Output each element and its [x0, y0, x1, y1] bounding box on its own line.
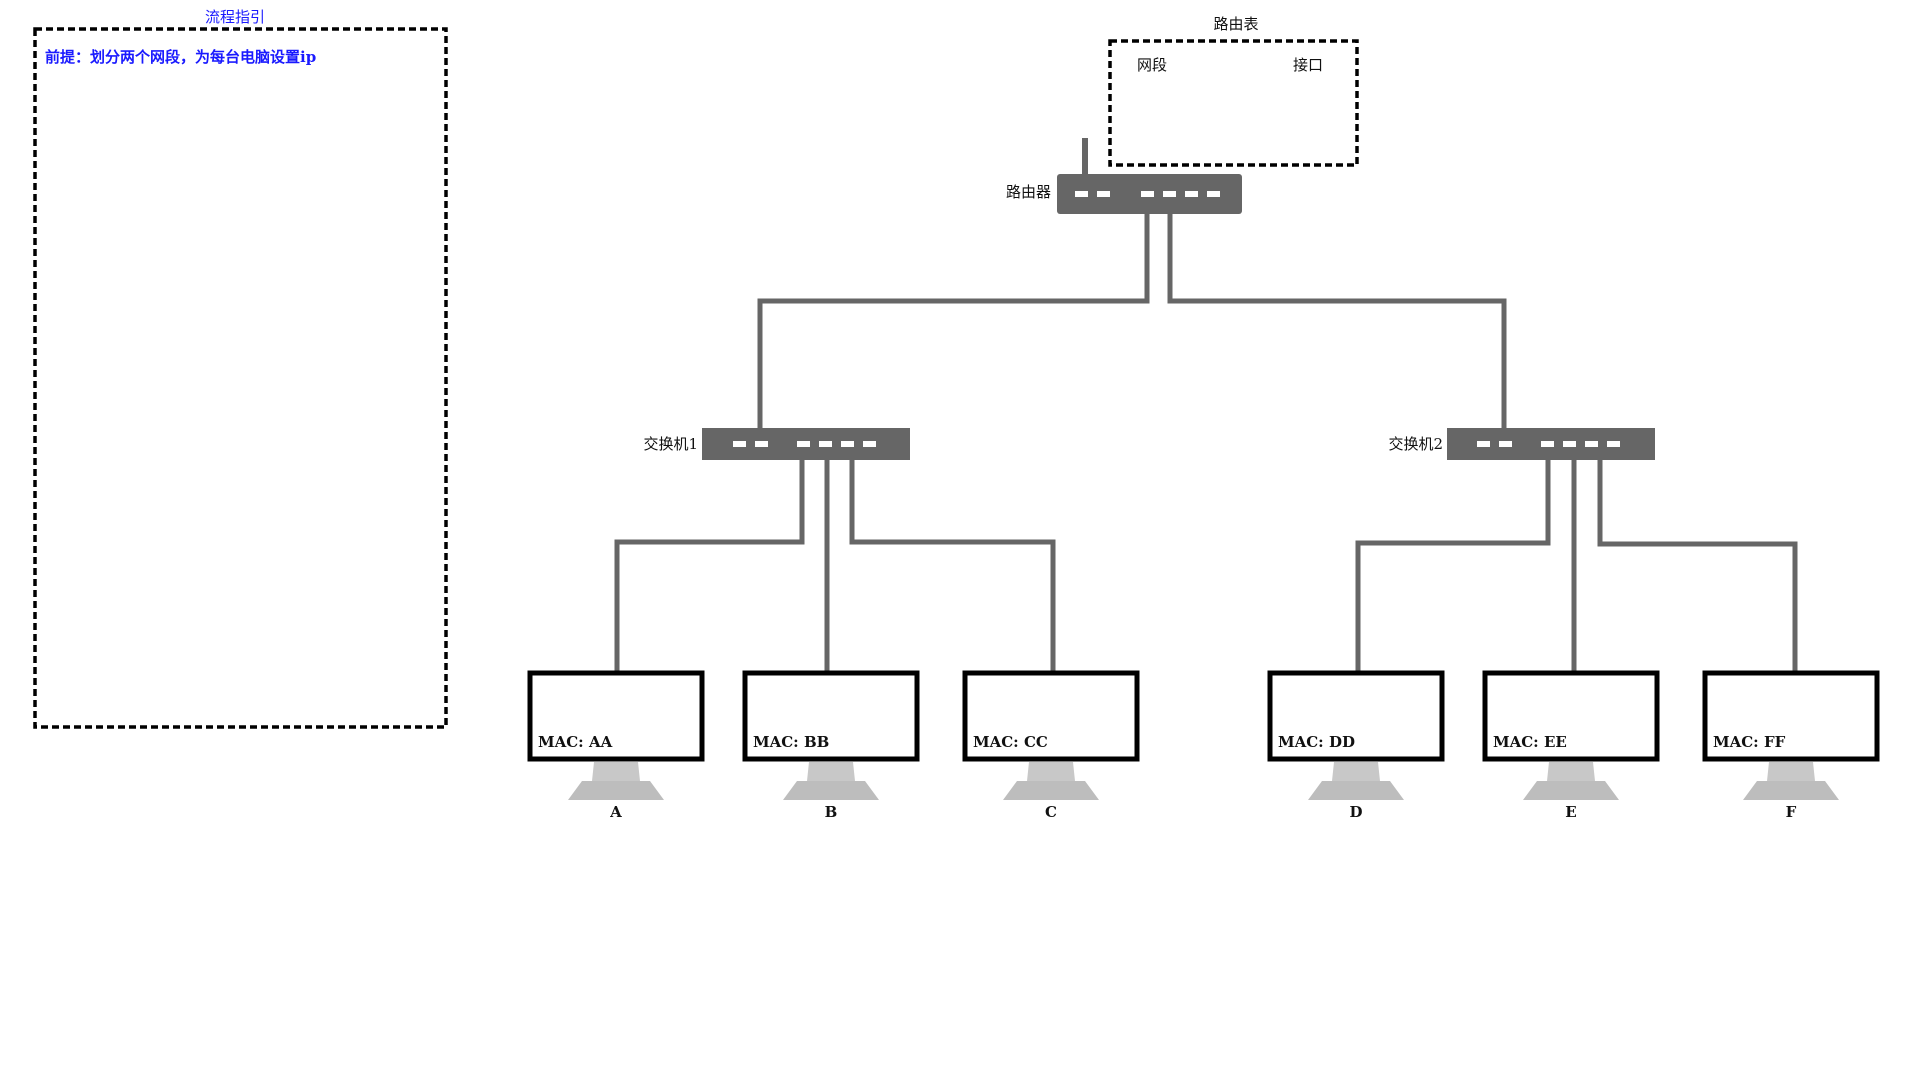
computer-c: MAC: CC C [962, 670, 1140, 821]
wire-switch1-c [849, 456, 1056, 677]
wire-switch1-a [614, 456, 805, 677]
wire-switch2-f [1597, 456, 1798, 677]
switch-2: 交换机2 [1388, 428, 1655, 460]
monitor-screen [962, 670, 1140, 762]
router-label: 路由器 [1006, 183, 1051, 201]
computer-mac: MAC: AA [538, 733, 613, 751]
monitor-base [1743, 781, 1839, 800]
monitor-neck [592, 762, 640, 781]
routing-table-title: 路由表 [1213, 15, 1258, 33]
switch-2-label: 交换机2 [1388, 435, 1443, 453]
wire-router-switch2 [1167, 210, 1507, 434]
monitor-screen [1482, 670, 1660, 762]
computer-name: C [1045, 803, 1057, 821]
switch-1-label: 交换机1 [643, 435, 698, 453]
computer-mac: MAC: CC [973, 733, 1048, 751]
monitor-base [1308, 781, 1404, 800]
routing-table-col-segment: 网段 [1137, 56, 1167, 74]
guide-panel [33, 27, 448, 729]
wires [614, 210, 1798, 677]
monitor-screen [527, 670, 705, 762]
computer-mac: MAC: DD [1278, 733, 1355, 751]
monitor-neck [1767, 762, 1815, 781]
computer-d: MAC: DD D [1267, 670, 1445, 821]
monitor-base [1523, 781, 1619, 800]
monitor-base [568, 781, 664, 800]
routing-table-col-interface: 接口 [1293, 56, 1323, 74]
monitor-neck [1027, 762, 1075, 781]
monitor-base [1003, 781, 1099, 800]
wire-switch2-d [1355, 456, 1551, 677]
routing-table-box [1108, 39, 1359, 167]
router: 路由器 [1006, 138, 1242, 214]
wire-router-switch1 [757, 210, 1150, 434]
computer-name: D [1349, 803, 1362, 821]
guide-premise: 前提：划分两个网段，为每台电脑设置ip [45, 48, 316, 66]
computer-name: B [825, 803, 838, 821]
computer-e: MAC: EE E [1482, 670, 1660, 821]
computer-mac: MAC: BB [753, 733, 829, 751]
computer-a: MAC: AA A [527, 670, 705, 821]
computer-f: MAC: FF F [1702, 670, 1880, 821]
monitor-screen [1702, 670, 1880, 762]
monitor-neck [807, 762, 855, 781]
computer-name: F [1786, 803, 1797, 821]
computer-name: E [1565, 803, 1576, 821]
computer-mac: MAC: EE [1493, 733, 1567, 751]
monitor-neck [1332, 762, 1380, 781]
computer-mac: MAC: FF [1713, 733, 1786, 751]
monitor-base [783, 781, 879, 800]
computer-name: A [609, 803, 622, 821]
computer-b: MAC: BB B [742, 670, 920, 821]
monitor-screen [1267, 670, 1445, 762]
guide-title: 流程指引 [205, 8, 265, 26]
monitor-neck [1547, 762, 1595, 781]
monitor-screen [742, 670, 920, 762]
switch-1: 交换机1 [643, 428, 910, 460]
